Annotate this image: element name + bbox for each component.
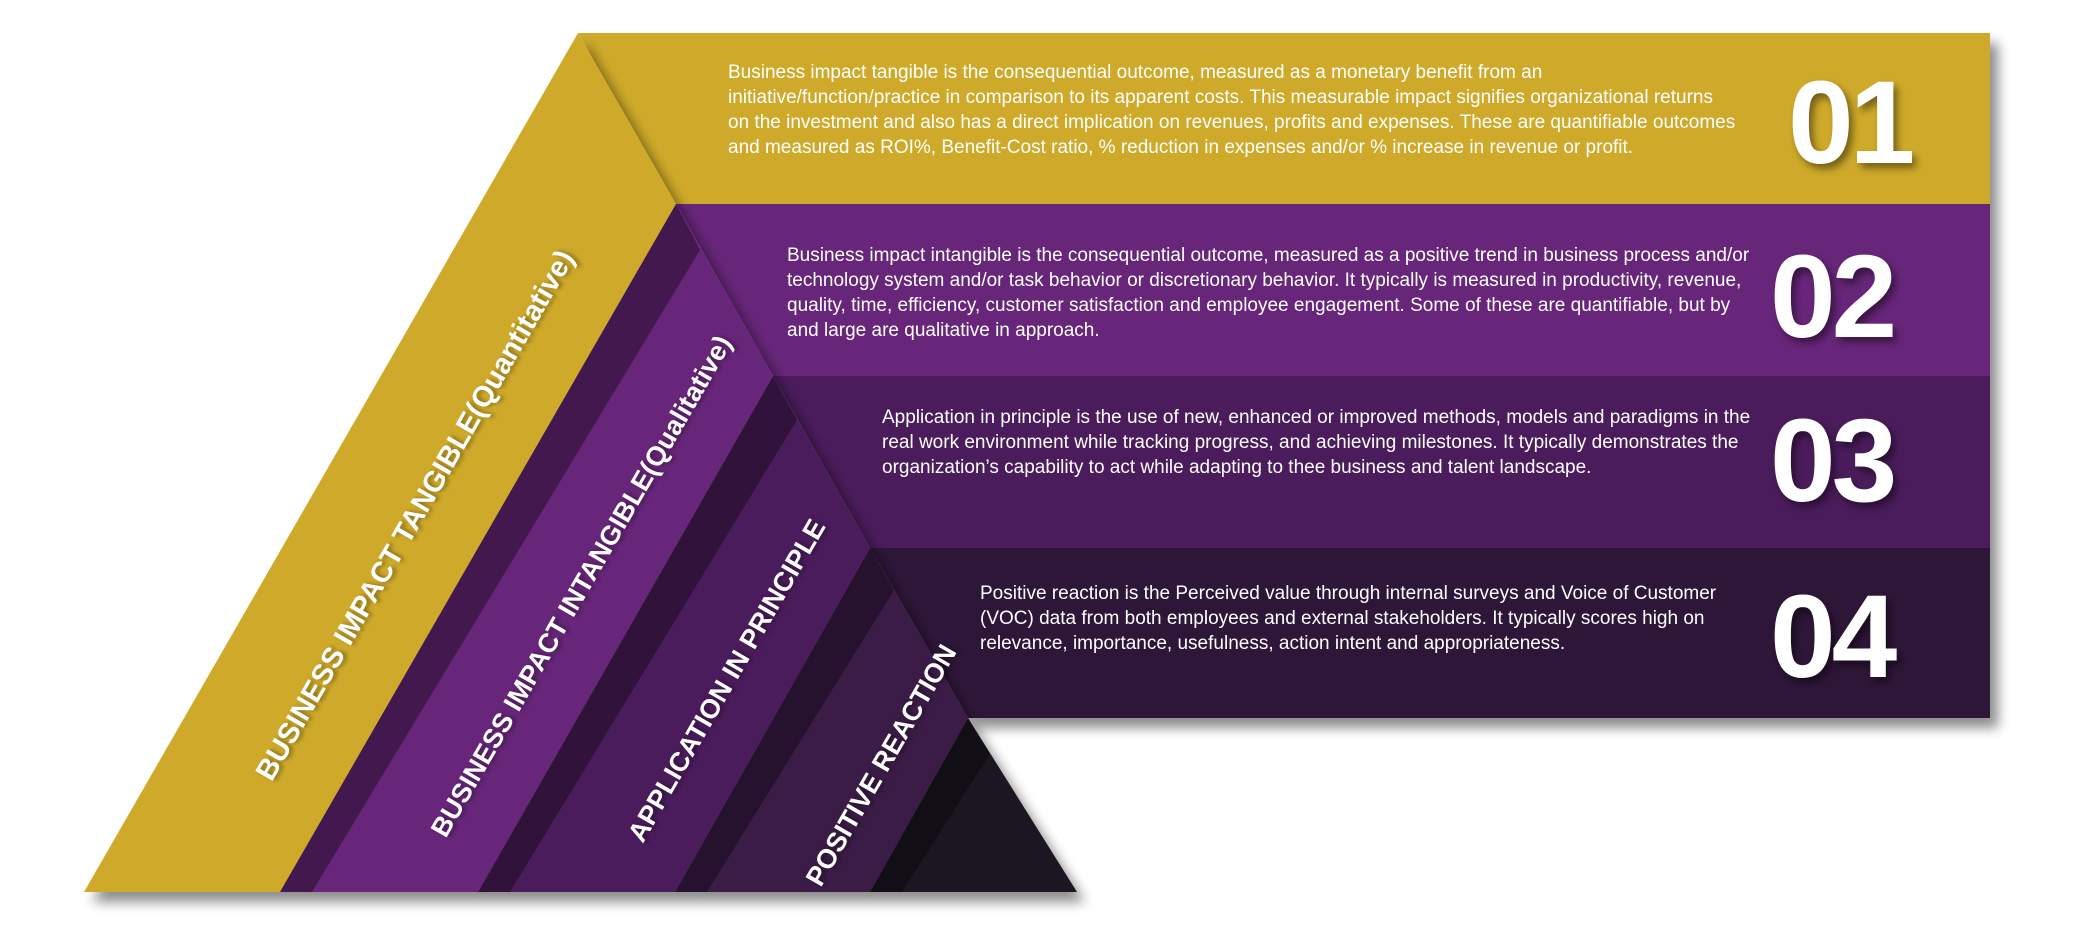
band-01 xyxy=(578,33,1990,204)
tier-description-01: Business impact tangible is the conseque… xyxy=(728,62,1736,158)
band-03 xyxy=(773,376,1990,548)
pyramid xyxy=(84,33,1077,892)
tier-description-03: Application in principle is the use of n… xyxy=(882,407,1751,478)
tier-shading xyxy=(280,204,990,892)
band-02 xyxy=(676,204,1990,376)
tier-number-03: 03 xyxy=(1770,395,1897,527)
tier-description-02: Business impact intangible is the conseq… xyxy=(787,245,1750,341)
tier-number-04: 04 xyxy=(1770,571,1897,703)
tier-apex-face xyxy=(870,718,1077,892)
tier-03-face xyxy=(478,376,870,892)
tier-01-face xyxy=(84,33,676,892)
tier-number-01: 01 xyxy=(1788,57,1915,189)
tier-02-shade xyxy=(478,376,797,892)
tier-03-shade xyxy=(675,548,894,892)
tier-04-shade xyxy=(870,718,990,892)
tier-description-04: Positive reaction is the Perceived value… xyxy=(980,583,1717,654)
tier-number-02: 02 xyxy=(1770,231,1897,363)
band-04 xyxy=(870,548,1990,718)
tier-02-face xyxy=(280,204,773,892)
tier-01-shade xyxy=(280,204,700,892)
bands xyxy=(578,33,1990,718)
tier-04-face xyxy=(675,548,968,892)
